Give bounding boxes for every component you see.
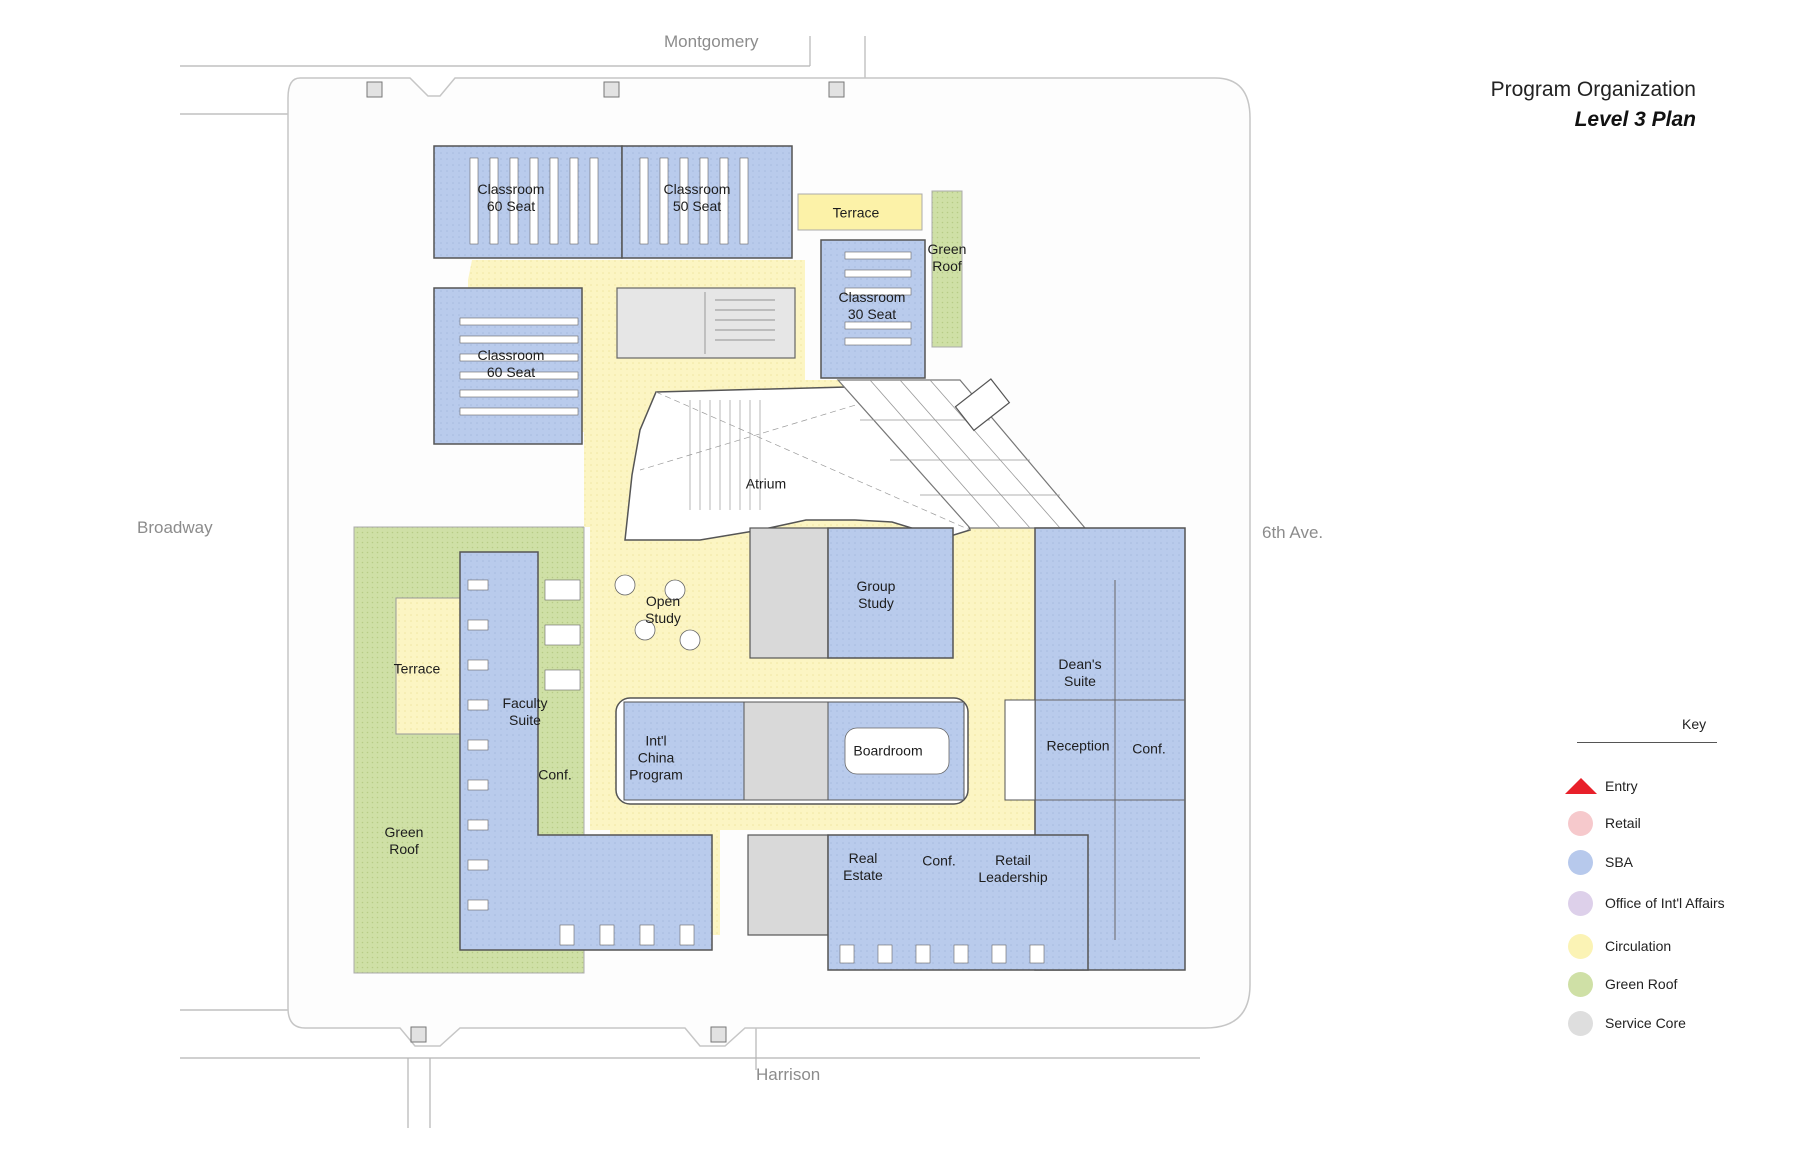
title-sub: Level 3 Plan (1574, 108, 1696, 131)
terrace-north (797, 193, 923, 231)
legend-item-green-roof: Green Roof (1565, 971, 1678, 997)
legend-rule (1577, 742, 1717, 743)
faculty-suite (459, 551, 713, 951)
street-south: Harrison (756, 1065, 821, 1084)
street-east: 6th Ave. (1262, 523, 1324, 542)
classroom-60-west (433, 287, 583, 445)
legend-label-circulation: Circulation (1605, 938, 1672, 954)
service-core-north (616, 287, 796, 359)
retail-swatch (1568, 810, 1593, 836)
group-study-room (827, 527, 954, 659)
label-terrace-west: Terrace (393, 660, 441, 677)
label-conf-west: Conf. (538, 766, 572, 783)
title-block: Program Organization Level 3 Plan (1491, 78, 1696, 132)
legend-item-circulation: Circulation (1565, 933, 1672, 959)
label-conf-south: Conf. (922, 852, 956, 869)
legend-item-retail: Retail (1565, 810, 1641, 836)
south-core (747, 834, 829, 936)
green-roof-swatch (1568, 971, 1593, 997)
entry-triangle-icon (1565, 778, 1597, 794)
south-suite (827, 834, 1089, 971)
street-north: Montgomery (664, 32, 759, 51)
legend-item-service-core: Service Core (1565, 1010, 1686, 1036)
legend-label-service-core: Service Core (1605, 1015, 1686, 1031)
terrace-west (395, 597, 461, 735)
label-conf-east: Conf. (1132, 740, 1166, 757)
intl-china-program (623, 701, 745, 801)
legend-label-intl-affairs: Office of Int'l Affairs (1605, 895, 1725, 911)
legend-label-green-roof: Green Roof (1605, 976, 1678, 992)
legend-label-entry: Entry (1605, 778, 1638, 794)
legend-label-retail: Retail (1605, 815, 1641, 831)
core-island (743, 701, 829, 801)
legend-title: Key (1682, 716, 1707, 732)
service-core-center (749, 527, 829, 659)
label-reception: Reception (1046, 737, 1110, 754)
classroom-30 (820, 239, 926, 379)
green-roof-northeast (931, 190, 963, 348)
circulation-swatch (1568, 933, 1593, 959)
legend-item-sba: SBA (1565, 849, 1634, 875)
sba-swatch (1568, 849, 1593, 875)
label-terrace-north: Terrace (832, 204, 880, 221)
service-core-swatch (1568, 1010, 1593, 1036)
title-main: Program Organization (1490, 78, 1696, 101)
legend-label-sba: SBA (1605, 854, 1634, 870)
legend-item-intl-affairs: Office of Int'l Affairs (1565, 890, 1725, 916)
label-boardroom: Boardroom (853, 742, 923, 759)
intl-affairs-swatch (1568, 890, 1593, 916)
legend-item-entry: Entry (1565, 774, 1638, 798)
street-west: Broadway (137, 518, 213, 537)
label-atrium: Atrium (745, 475, 787, 492)
